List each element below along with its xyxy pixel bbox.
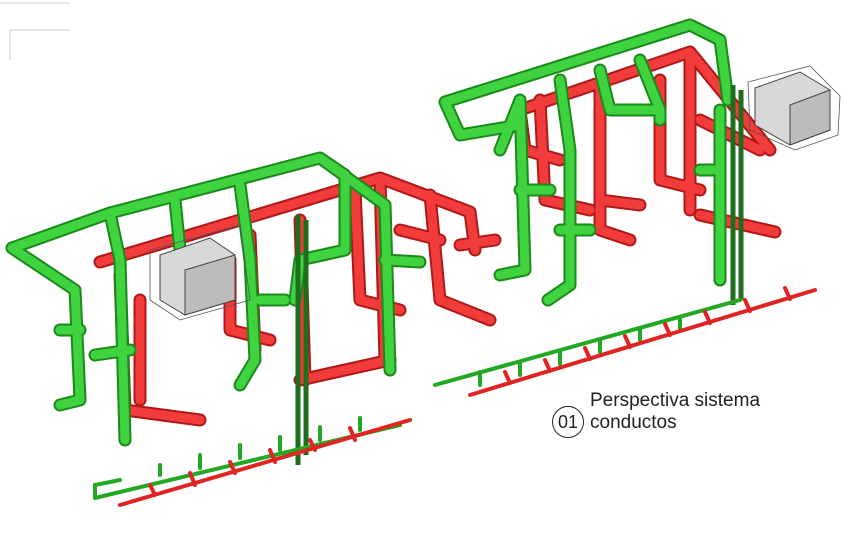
air-handling-unit-right	[747, 65, 841, 151]
floor-piping	[93, 286, 817, 507]
drawing-caption: 01 Perspectiva sistema conductos	[552, 390, 830, 438]
drawing-number-badge: 01	[552, 406, 584, 438]
risers	[295, 85, 744, 465]
frame-lines	[0, 2, 70, 60]
air-handling-unit-left	[149, 224, 251, 321]
drawing-title: Perspectiva sistema conductos	[590, 390, 761, 433]
right-supply-ducts	[438, 18, 735, 307]
